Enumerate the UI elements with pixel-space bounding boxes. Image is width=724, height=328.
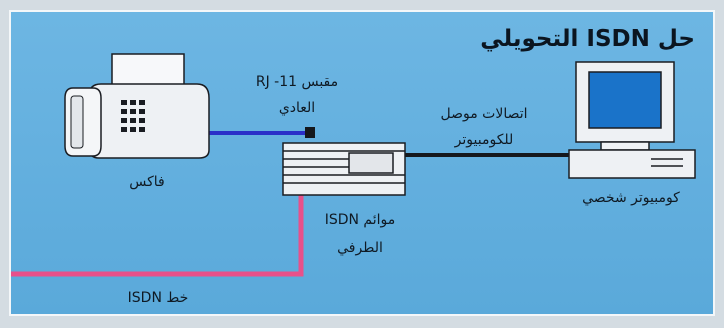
pc-connection-label-line2: للكومبيوتر xyxy=(454,132,514,148)
fax-machine xyxy=(64,53,210,159)
fax-label: فاكس xyxy=(129,174,165,190)
rj11-label-line1: مقبس RJ -11 xyxy=(255,74,339,90)
diagram-panel: حل ISDN التحويلي مقبس RJ -11 العادي اتصا… xyxy=(9,10,715,316)
isdn-adapter-label-line2: الطرفي xyxy=(337,240,383,256)
isdn-diagram xyxy=(11,53,696,277)
pc-label: كومبيوتر شخصي xyxy=(582,190,680,206)
isdn-line xyxy=(11,180,304,277)
rj11-label-line2: العادي xyxy=(278,100,316,116)
isdn-adapter-label-line1: موائم ISDN xyxy=(324,212,396,228)
isdn-line-label: خط ISDN xyxy=(127,290,189,306)
pc-connection-label-line1: اتصالات موصل xyxy=(440,106,528,122)
personal-computer xyxy=(568,61,696,179)
isdn-terminal-adapter xyxy=(282,142,406,196)
page-title: حل ISDN التحويلي xyxy=(480,26,695,52)
rj11-jack xyxy=(305,127,315,138)
